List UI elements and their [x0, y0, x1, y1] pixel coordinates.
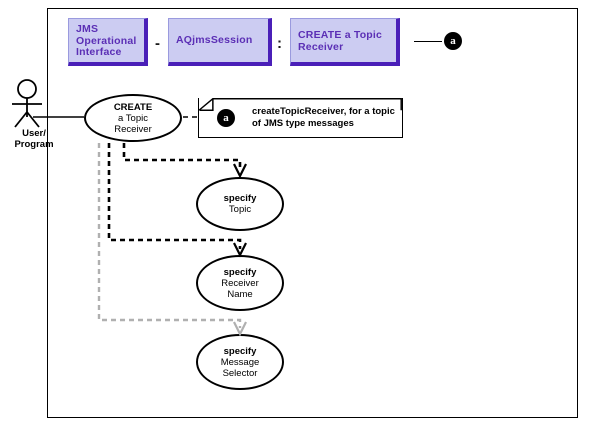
- note-bullet-a: a: [217, 109, 235, 127]
- box-jms-operational-interface[interactable]: JMS Operational Interface: [68, 18, 148, 66]
- box-create-a-topic-receiver[interactable]: CREATE a Topic Receiver: [290, 18, 400, 66]
- stick-figure-actor-icon: [12, 79, 42, 128]
- separator-colon: :: [277, 35, 282, 52]
- box-aqjmssession[interactable]: AQjmsSession: [168, 18, 272, 66]
- usecase-specify-receiver-name[interactable]: specify Receiver Name: [196, 255, 284, 311]
- usecase-line-3: Receiver: [114, 123, 152, 135]
- separator-dash: -: [155, 35, 160, 52]
- actor-label-line-1: User/: [22, 128, 46, 139]
- system-boundary-frame: [47, 8, 578, 418]
- box-line-3: Interface: [76, 46, 122, 58]
- usecase-line-3: Selector: [222, 367, 258, 379]
- box-line-2: Operational: [76, 34, 137, 47]
- usecase-line-2: a Topic: [118, 112, 148, 124]
- usecase-create-a-topic-receiver[interactable]: CREATE a Topic Receiver: [84, 94, 182, 142]
- box-line-1: CREATE a Topic: [298, 29, 383, 41]
- usecase-line-1: specify: [223, 345, 257, 357]
- usecase-specify-message-selector[interactable]: specify Message Selector: [196, 334, 284, 390]
- usecase-line-2: Receiver: [221, 277, 259, 289]
- header-bullet-a: a: [444, 32, 462, 50]
- header-arrow-line: [414, 41, 442, 42]
- usecase-line-2: Message: [220, 356, 260, 368]
- usecase-line-1: CREATE: [113, 101, 153, 113]
- usecase-line-1: specify: [223, 266, 257, 278]
- usecase-line-3: Name: [227, 288, 253, 300]
- box-line-1: AQjmsSession: [176, 33, 253, 46]
- actor-label: User/ Program: [2, 128, 66, 150]
- box-line-2: Receiver: [298, 40, 344, 53]
- note-box: a createTopicReceiver, for a topic of JM…: [198, 98, 403, 138]
- usecase-line-1: specify: [223, 193, 257, 204]
- actor-label-line-2: Program: [14, 139, 54, 150]
- box-line-1: JMS: [76, 23, 99, 35]
- usecase-specify-topic[interactable]: specify Topic: [196, 177, 284, 231]
- note-text: createTopicReceiver, for a topic of JMS …: [252, 106, 395, 129]
- usecase-line-2: Topic: [228, 204, 252, 215]
